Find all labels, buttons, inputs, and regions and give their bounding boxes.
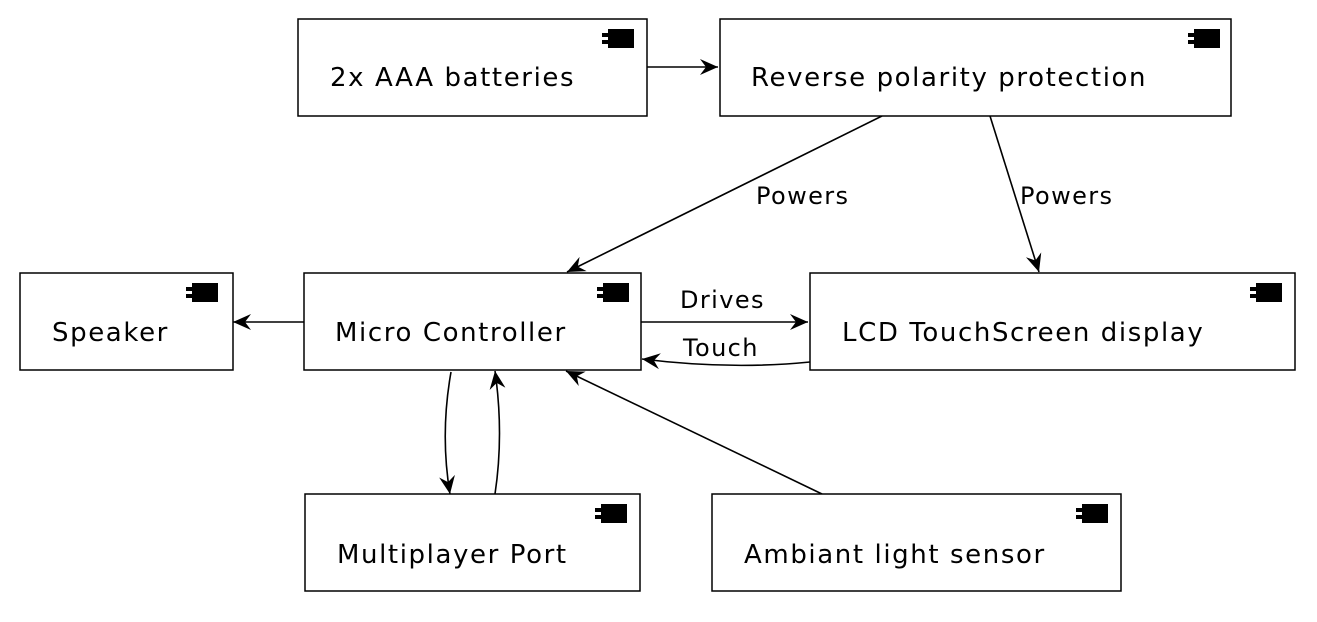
component-batteries[interactable]: 2x AAA batteries	[297, 18, 648, 117]
component-label: Micro Controller	[335, 318, 567, 348]
edges	[233, 59, 1042, 495]
edge-label-drives: Drives	[680, 286, 765, 314]
edge-label-powers-mcu: Powers	[756, 182, 849, 210]
component-label: Reverse polarity protection	[751, 63, 1147, 93]
edge-label-powers-lcd: Powers	[1020, 182, 1113, 210]
component-label: Speaker	[52, 318, 169, 348]
component-label: LCD TouchScreen display	[842, 318, 1204, 348]
edge-micro-controller-to-multiplayer-port	[439, 371, 455, 495]
edge-reverse-polarity-to-lcd	[989, 115, 1042, 273]
edge-label-touch: Touch	[682, 334, 759, 362]
edge-reverse-polarity-to-micro-controller	[566, 115, 883, 273]
component-label: Multiplayer Port	[337, 540, 568, 570]
component-reverse-polarity-protection[interactable]: Reverse polarity protection	[719, 18, 1232, 117]
component-label: 2x AAA batteries	[330, 63, 575, 93]
component-multiplayer-port[interactable]: Multiplayer Port	[304, 493, 641, 592]
edge-lcd-to-micro-controller	[641, 353, 811, 370]
edge-light-sensor-to-micro-controller	[565, 370, 823, 495]
edge-labels: Powers Powers Drives Touch	[680, 182, 1113, 362]
component-micro-controller[interactable]: Micro Controller	[303, 272, 642, 371]
edge-multiplayer-port-to-micro-controller	[489, 370, 506, 495]
component-lcd-touchscreen-display[interactable]: LCD TouchScreen display	[809, 272, 1296, 371]
component-label: Ambiant light sensor	[744, 540, 1046, 570]
component-speaker[interactable]: Speaker	[19, 272, 234, 371]
component-ambiant-light-sensor[interactable]: Ambiant light sensor	[711, 493, 1122, 592]
